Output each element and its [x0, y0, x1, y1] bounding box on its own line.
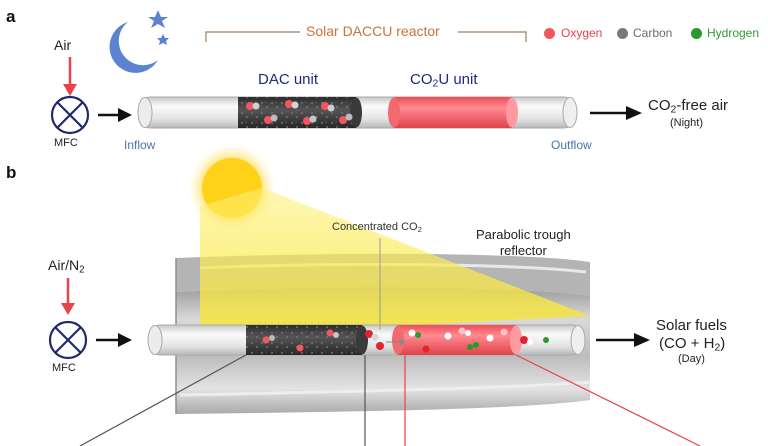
panel-label-a: a [6, 7, 16, 26]
co2u-catalyst-bed [398, 325, 516, 355]
reactor-tube-b [147, 324, 586, 356]
co2-free-air-label: CO2-free air [648, 97, 729, 116]
concentrated-sunlight-beam [200, 188, 590, 336]
reactor-tube-a [137, 96, 578, 129]
legend-hydrogen-label: Hydrogen [707, 26, 760, 40]
legend-hydrogen-swatch [691, 28, 702, 39]
night-label: (Night) [670, 117, 704, 129]
mfc-label-b: MFC [52, 362, 76, 374]
co-h2-label: (CO + H2) [659, 335, 726, 354]
mfc-label: MFC [54, 137, 78, 149]
inflow-label: Inflow [124, 138, 156, 152]
reactor-title: Solar DACCU reactor [306, 23, 440, 39]
outflow-label: Outflow [551, 138, 592, 152]
air-label: Air [54, 37, 72, 53]
callout-line [79, 354, 247, 446]
legend-carbon-swatch [617, 28, 628, 39]
dac-unit-label: DAC unit [258, 71, 319, 88]
air-n2-label: Air/N2 [48, 257, 85, 276]
mfc-valve-icon [48, 320, 88, 360]
concentrated-co2-label: Concentrated CO2 [332, 221, 422, 234]
solar-fuels-label: Solar fuels [656, 317, 727, 334]
day-label: (Day) [678, 353, 705, 365]
moon-stars-icon [109, 10, 169, 73]
mfc-valve-icon [50, 95, 90, 135]
legend-oxygen-swatch [544, 28, 555, 39]
gas-molecules [262, 327, 549, 353]
co2u-unit-label: CO2U unit [410, 71, 478, 90]
legend-carbon-label: Carbon [633, 26, 673, 40]
legend-oxygen-label: Oxygen [561, 26, 603, 40]
adsorbed-co2-molecules [246, 100, 353, 125]
panel-label-b: b [6, 163, 17, 182]
reactor-bracket [205, 31, 527, 42]
co2u-catalyst-bed [394, 97, 512, 128]
